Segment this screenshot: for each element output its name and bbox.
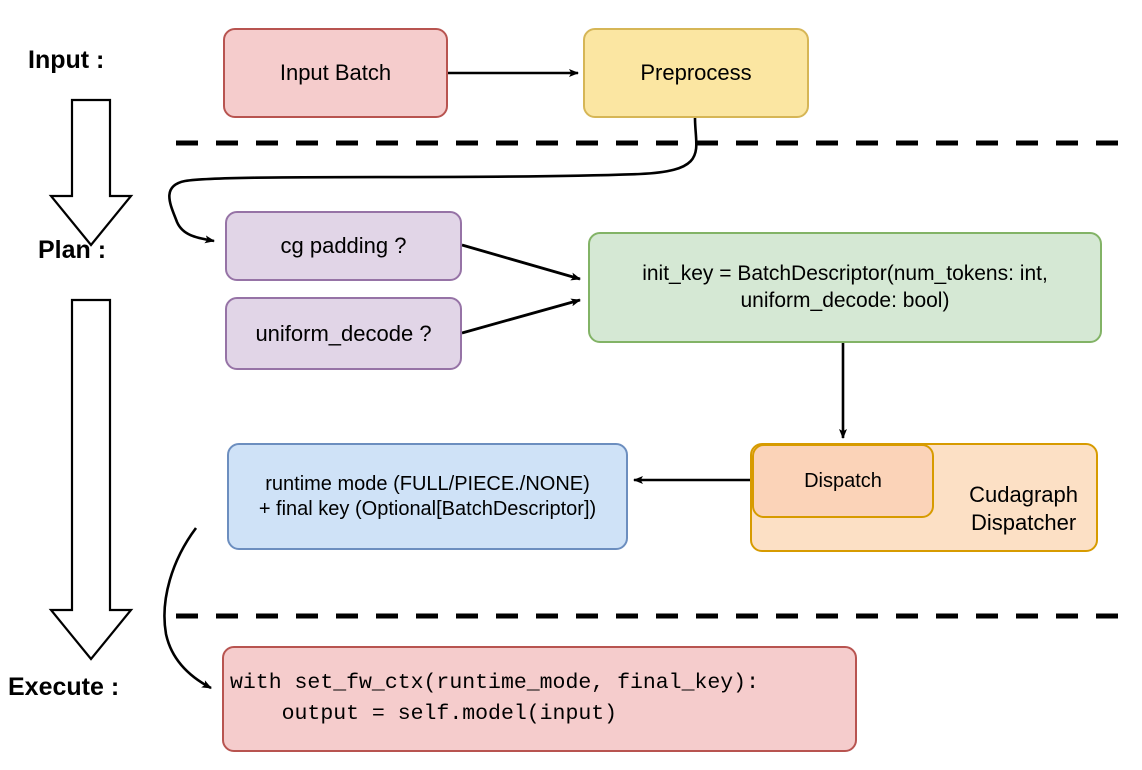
node-preprocess[interactable]: Preprocess [583,28,809,118]
node-init-key-label: init_key = BatchDescriptor(num_tokens: i… [642,262,1048,312]
node-cudagraph-dispatcher-label: Cudagraph Dispatcher [969,482,1078,535]
node-code-block[interactable]: with set_fw_ctx(runtime_mode, final_key)… [222,646,857,752]
node-runtime-mode[interactable]: runtime mode (FULL/PIECE./NONE) + final … [227,443,628,550]
node-input-batch[interactable]: Input Batch [223,28,448,118]
node-preprocess-label: Preprocess [640,60,752,86]
node-input-batch-label: Input Batch [279,60,392,86]
node-init-key[interactable]: init_key = BatchDescriptor(num_tokens: i… [588,232,1102,343]
stage-label-plan: Plan : [38,236,107,264]
node-code-block-label: with set_fw_ctx(runtime_mode, final_key)… [230,671,759,726]
node-cg-padding[interactable]: cg padding ? [225,211,462,281]
node-runtime-mode-label: runtime mode (FULL/PIECE./NONE) + final … [258,472,597,520]
node-cg-padding-label: cg padding ? [280,233,407,259]
stage-label-execute: Execute : [8,673,120,701]
edge-uniform-decode-to-init-key [461,298,581,335]
node-uniform-decode-label: uniform_decode ? [255,320,432,346]
plan-to-execute-arrow [48,298,134,661]
node-uniform-decode[interactable]: uniform_decode ? [225,297,462,370]
stage-label-input: Input : [28,46,105,74]
input-to-plan-arrow [48,98,134,247]
node-dispatch[interactable]: Dispatch [752,444,934,518]
edge-cg-padding-to-init-key [461,243,581,281]
edge-runtime-mode-to-code-block [163,527,212,690]
node-dispatch-label: Dispatch [804,469,882,492]
